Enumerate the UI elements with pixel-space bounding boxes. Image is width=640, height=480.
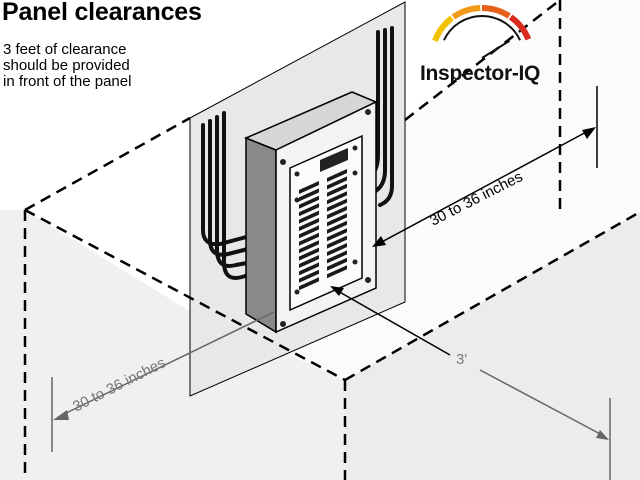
breaker	[327, 169, 347, 182]
panel-screw	[280, 321, 286, 327]
breaker	[327, 235, 347, 249]
panel-screw	[294, 197, 300, 203]
logo-gauge-icon	[432, 5, 532, 59]
panel-screw	[294, 289, 300, 295]
breaker	[299, 181, 319, 194]
lower-dim-arrowhead	[53, 410, 69, 420]
panel-screw	[365, 109, 371, 115]
clearance-top-left-edge	[24, 116, 191, 212]
breaker	[327, 243, 347, 256]
breaker	[299, 262, 319, 276]
breaker	[299, 240, 319, 254]
depth-dim-arrowhead	[330, 286, 344, 296]
electrical-panel	[244, 91, 378, 334]
cable	[222, 111, 254, 280]
breaker	[327, 265, 347, 279]
breaker	[299, 203, 319, 217]
breaker	[299, 247, 319, 261]
gauge-needle	[481, 40, 511, 59]
breaker	[327, 250, 347, 264]
upper-dim-line	[377, 129, 591, 245]
breaker	[299, 195, 319, 209]
panel-screw	[294, 171, 300, 177]
breaker	[299, 218, 319, 231]
breaker	[327, 176, 347, 190]
subtitle-line: should be provided	[3, 57, 130, 74]
panel-screw	[365, 277, 371, 283]
breaker	[299, 232, 319, 246]
clearance-dashed-edges	[23, 0, 640, 480]
brand-logo-text: Inspector-IQ	[420, 62, 541, 85]
panel-screw	[352, 145, 358, 151]
breaker	[299, 188, 319, 202]
depth-dim-line	[335, 289, 451, 356]
breaker	[299, 225, 319, 239]
lower-dim-line	[57, 311, 275, 418]
gauge-arc	[508, 14, 532, 41]
subtitle: 3 feet of clearance should be provided i…	[3, 42, 178, 90]
depth-dim-line	[479, 369, 605, 437]
panel-screw	[280, 159, 286, 165]
breaker	[327, 191, 347, 205]
breaker	[299, 277, 319, 291]
depth-label: 3'	[456, 351, 467, 368]
panel-screw	[352, 170, 358, 176]
clearance-box-left-face	[0, 210, 345, 480]
gauge-arc	[432, 15, 454, 43]
subtitle-line: in front of the panel	[3, 73, 132, 90]
gauge-arc	[481, 5, 511, 19]
breaker	[327, 228, 347, 242]
breaker	[299, 210, 319, 224]
cable	[378, 26, 394, 207]
breaker	[327, 206, 347, 219]
clearance-front-right-edge	[344, 210, 640, 382]
main-breaker	[320, 148, 348, 172]
upper-dim-arrowhead	[372, 236, 386, 247]
breaker	[327, 220, 347, 234]
breaker	[327, 183, 347, 197]
breaker	[327, 198, 347, 212]
depth-dimension: 3'	[330, 286, 611, 480]
breaker	[327, 213, 347, 227]
breaker-rows	[299, 169, 347, 291]
breaker	[299, 255, 319, 268]
depth-dim-arrowhead	[596, 430, 609, 440]
clearance-box-right-face	[345, 212, 640, 480]
gauge-inner-arc	[443, 15, 521, 41]
panel-box-side	[245, 136, 277, 334]
clearance-top-right-edge	[404, 0, 561, 121]
breaker	[327, 257, 347, 271]
cable	[215, 115, 254, 268]
cable	[208, 119, 254, 257]
breaker	[299, 269, 319, 283]
subtitle-line: 3 feet of clearance	[3, 41, 127, 58]
panel-screw	[352, 259, 358, 265]
gauge-arc	[451, 5, 481, 20]
cables-left	[201, 111, 254, 280]
cable	[201, 123, 252, 247]
clearance-front-left-edge	[24, 208, 346, 382]
upper-dim-arrowhead	[582, 127, 596, 139]
page-title: Panel clearances	[2, 0, 202, 26]
